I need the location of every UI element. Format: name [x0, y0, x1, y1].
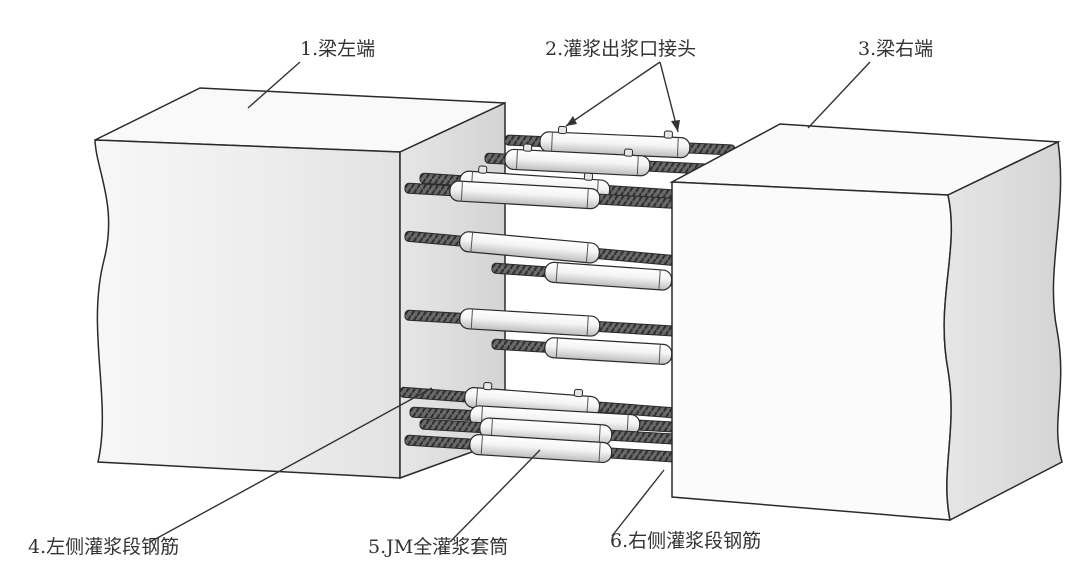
grout-port [573, 388, 584, 398]
sleeve-collar [586, 315, 589, 336]
beam-left-end [94, 87, 506, 480]
grout-sleeve [504, 148, 651, 177]
rebar-row [491, 261, 691, 291]
label-sleeve: 5.JM全灌浆套筒 [368, 536, 508, 558]
label-left-rebar: 4.左侧灌浆段钢筋 [28, 536, 179, 558]
sleeve-collar [515, 149, 518, 170]
label-beam-left: 1.梁左端 [300, 38, 375, 60]
grout-sleeve [544, 261, 673, 291]
grout-port [557, 125, 568, 135]
leader-beam-left [247, 61, 301, 109]
label-grout-port: 2.灌浆出浆口接头 [545, 38, 696, 60]
sleeve-collar [598, 442, 601, 463]
sleeve-collar [658, 269, 661, 290]
sleeve-collar [551, 132, 553, 153]
sleeve-collar [658, 344, 661, 365]
leader-lines [149, 61, 871, 543]
label-right-rebar: 6.右侧灌浆段钢筋 [610, 530, 761, 552]
rebar-row [491, 337, 691, 365]
leader-left-rebar [149, 387, 433, 543]
beam-right-front-face [671, 181, 953, 521]
grout-sleeve [469, 434, 613, 464]
sleeve-collar [475, 387, 479, 408]
sleeve-collar [470, 308, 473, 329]
rebar-assembly [399, 125, 736, 464]
sleeve-collar [676, 137, 679, 158]
label-beam-right: 3.梁右端 [858, 38, 933, 60]
sleeve-collar [555, 337, 558, 358]
sleeve-collar [460, 181, 463, 202]
grout-sleeve [449, 180, 601, 210]
leader-arrowhead-b [671, 120, 680, 132]
sleeve-collar [470, 232, 474, 253]
leader-grout-port-b [659, 61, 679, 133]
leader-arrowhead-a [566, 116, 577, 126]
grout-port [522, 143, 533, 152]
leader-sleeve [449, 449, 541, 543]
sleeve-collar [586, 188, 589, 209]
leader-beam-right [807, 61, 871, 129]
beam-right-end-face [943, 140, 1063, 522]
grout-port [483, 381, 493, 391]
grout-port [623, 148, 634, 157]
sleeve-collar [585, 242, 589, 263]
grout-sleeve [459, 308, 601, 337]
rebar-row [504, 125, 736, 159]
grout-port [478, 165, 488, 174]
sleeve-collar [636, 155, 639, 176]
grout-sleeve [544, 337, 673, 365]
beam-right-end [669, 123, 1063, 522]
grout-port [583, 172, 594, 181]
leader-right-rebar [611, 469, 665, 537]
sleeve-collar [555, 262, 559, 283]
grout-port [663, 130, 673, 139]
sleeve-collar [480, 434, 483, 455]
grout-sleeve [459, 231, 600, 264]
label-group: 1.梁左端 2.灌浆出浆口接头 3.梁右端 4.左侧灌浆段钢筋 5.JM全灌浆套… [28, 38, 933, 558]
beam-left-front-face [94, 139, 401, 479]
sleeve-collar [598, 424, 601, 445]
leader-grout-port-a [565, 61, 661, 127]
